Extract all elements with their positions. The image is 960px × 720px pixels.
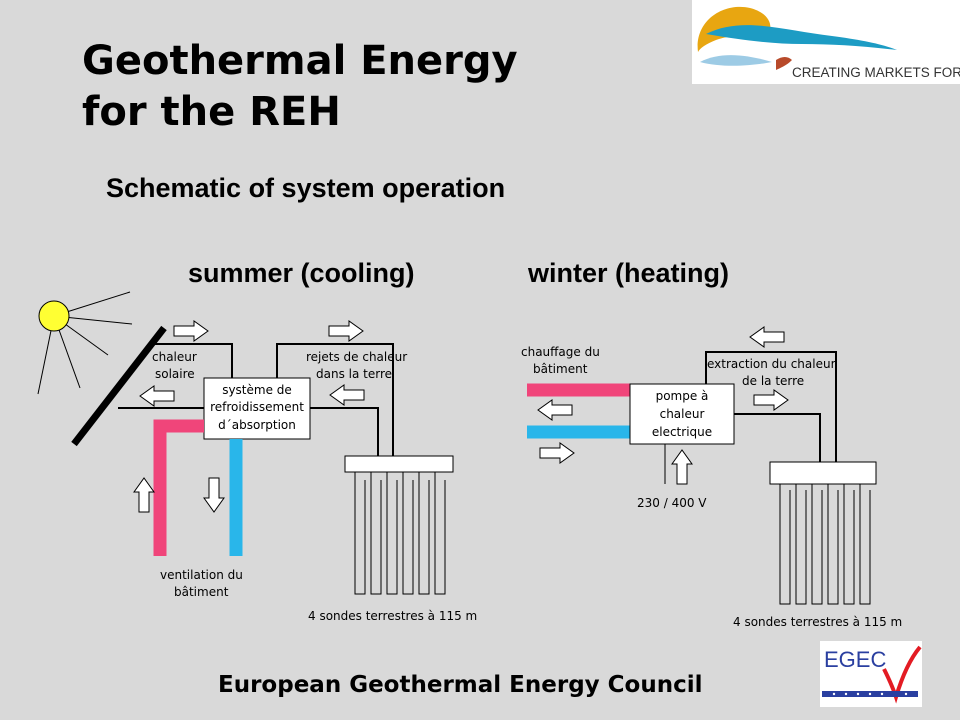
ground-loop-pipe: [276, 343, 394, 456]
heatpump-label-line-2: chaleur: [660, 407, 705, 421]
absorption-cooling-box: [203, 377, 311, 440]
summer-probe-manifold: [344, 455, 454, 473]
summer-diagram: chaleur solaire rejets de chaleur dans l…: [37, 291, 477, 623]
extraction-flow-arrow: [753, 389, 789, 411]
rejection-label-line-1: rejets de chaleur: [306, 350, 407, 364]
heatpump-label-line-3: electrique: [652, 425, 712, 439]
egec-logo-dots: [832, 692, 908, 696]
extraction-label-line-1: extraction du chaleur: [707, 357, 836, 371]
winter-probe-manifold: [769, 461, 877, 485]
res-logo: CREATING MARKETS FOR RES: [692, 0, 960, 84]
ventilation-label-line-1: ventilation du: [160, 568, 243, 582]
res-logo-wave-light: [700, 55, 772, 66]
solar-collector: [71, 325, 167, 447]
voltage-label: 230 / 400 V: [637, 496, 707, 510]
solar-label-line-2: solaire: [155, 367, 195, 381]
solar-flow-arrow: [173, 320, 209, 342]
res-logo-leaf: [776, 57, 792, 70]
heatpump-label-line-1: pompe à: [656, 389, 709, 403]
extraction-return-arrow: [749, 326, 785, 348]
winter-diagram: chauffage du bâtiment extraction du chal…: [521, 326, 902, 629]
page-title: Geothermal Energy for the REH: [82, 36, 518, 138]
solar-label-line-1: chaleur: [152, 350, 197, 364]
heating-label-line-2: bâtiment: [533, 362, 588, 376]
title-line-1: Geothermal Energy: [82, 38, 518, 84]
ventilation-up-arrow: [133, 477, 155, 513]
res-logo-wave-blue: [706, 25, 897, 50]
extraction-label-line-2: de la terre: [742, 374, 804, 388]
power-input-arrow: [671, 449, 693, 485]
sun-icon: [37, 291, 133, 395]
title-line-2: for the REH: [82, 89, 341, 135]
absorption-label-line-1: système de: [222, 383, 292, 397]
rejection-return-arrow: [329, 384, 365, 406]
heat-pump-box: [629, 383, 735, 445]
absorption-label-line-2: refroidissement: [210, 400, 304, 414]
heating-return-arrow: [539, 442, 575, 464]
res-logo-graphic: CREATING MARKETS FOR RES: [697, 6, 960, 80]
ventilation-down-arrow: [203, 477, 225, 513]
absorption-label-line-3: d´absorption: [218, 418, 296, 432]
rejection-label-line-2: dans la terre: [316, 367, 392, 381]
heating-flow-arrow: [537, 399, 573, 421]
solar-return-arrow: [139, 385, 175, 407]
egec-logo-text: EGEC: [824, 647, 886, 672]
ventilation-label-line-2: bâtiment: [174, 585, 229, 599]
heating-label-line-1: chauffage du: [521, 345, 600, 359]
winter-probes-label: 4 sondes terrestres à 115 m: [733, 615, 902, 629]
winter-ground-loop-pipe: [705, 351, 837, 462]
ventilation-warm-pipe: [153, 419, 204, 556]
winter-heading: winter (heating): [528, 258, 729, 288]
summer-ground-probes: [354, 472, 446, 595]
egec-logo: EGEC: [820, 641, 922, 707]
egec-logo-checkmark: [882, 645, 922, 704]
footer-organization: European Geothermal Energy Council: [218, 672, 703, 698]
summer-probes-label: 4 sondes terrestres à 115 m: [308, 609, 477, 623]
res-logo-text: CREATING MARKETS FOR RES: [792, 65, 960, 80]
subtitle: Schematic of system operation: [106, 173, 506, 203]
rejection-flow-arrow: [328, 320, 364, 342]
winter-ground-probes: [779, 484, 871, 605]
summer-heading: summer (cooling): [188, 258, 415, 288]
egec-logo-graphic: EGEC: [822, 645, 922, 704]
